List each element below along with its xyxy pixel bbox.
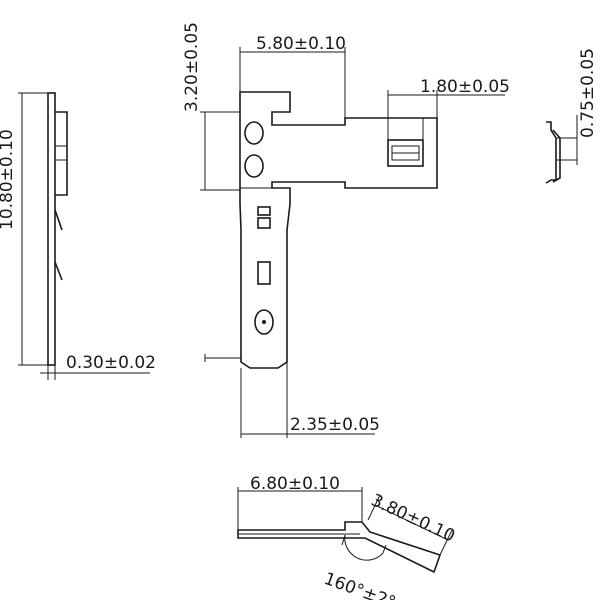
end-view-profile-inner: [552, 129, 561, 183]
tab-width-dim: 1.80±0.05: [420, 77, 510, 97]
blade-slot-1: [257, 206, 271, 216]
end-view: 0.75±0.05: [545, 48, 598, 184]
head-hole-2: [244, 154, 264, 178]
bent-length-dim: 3.80±0.10: [368, 490, 458, 546]
blade-slot-2: [257, 217, 271, 229]
front-view: 5.80±0.10 3.20±0.05 1.80±0.05 2.35±0.05: [182, 22, 510, 438]
head-hole-1: [244, 121, 264, 145]
bend-angle-dim: 160°±2°: [321, 569, 398, 600]
side-view-spring-1: [54, 209, 63, 231]
terminal-outline: [239, 91, 438, 369]
side-view: 10.80±0.10 0.30±0.02: [0, 92, 156, 380]
blade-slot-3: [257, 261, 271, 285]
top-width-dim: 5.80±0.10: [256, 34, 346, 54]
end-flange-dim: 0.75±0.05: [578, 48, 598, 138]
bend-angle-arc: [344, 534, 384, 561]
side-view-head: [55, 111, 68, 196]
side-height-dim: 10.80±0.10: [0, 129, 17, 230]
bent-length-dim-line: [374, 504, 449, 541]
side-thickness-dim: 0.30±0.02: [66, 353, 156, 373]
side-view-body: [47, 92, 56, 366]
bent-terminal-profile: [237, 521, 442, 574]
tab-crimp: [387, 139, 424, 167]
side-view-spring-2: [54, 261, 63, 281]
blade-dimple: [254, 309, 274, 335]
blade-width-dim: 2.35±0.05: [290, 415, 380, 435]
head-height-dim: 3.20±0.05: [182, 22, 202, 112]
bottom-length-dim: 6.80±0.10: [250, 474, 340, 494]
bottom-view: 6.80±0.10 3.80±0.10 160°±2°: [237, 474, 458, 600]
